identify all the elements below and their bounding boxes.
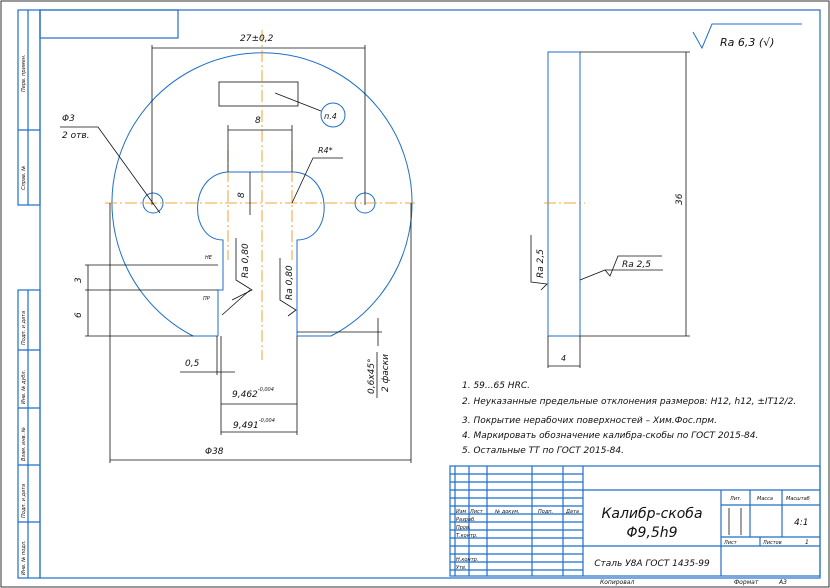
side-profile: [547, 51, 581, 337]
marking-area: [218, 81, 299, 107]
note: 2. Неуказанные предельные отклонения раз…: [462, 397, 796, 407]
front-view: п.4 27±0,2 8 8 R4* Φ3 2 отв. 3 6 НЕ П: [60, 30, 415, 463]
side-roughness: Ra 2,5: [536, 249, 546, 278]
note-callout: [320, 102, 346, 128]
role-label: Утв.: [456, 565, 467, 571]
part-designation: Φ9,5h9: [626, 525, 677, 541]
roughness-label: Ra 0,80: [285, 265, 295, 300]
strip-label: Подп. и дата: [21, 484, 27, 518]
dim-step-3: 3: [74, 277, 84, 283]
side-strip: Перв. примен. Справ. № Подп. и дата Инв.…: [17, 9, 41, 579]
dim-chamfer: 0,6x45°: [367, 358, 377, 394]
sheet-label: Лист: [723, 540, 738, 546]
dim-offset: 0,5: [185, 359, 200, 369]
strip-label: Справ. №: [21, 166, 27, 190]
top-left-stamp: [39, 9, 179, 39]
gauge-slot: [197, 171, 325, 336]
note: 5. Остальные ТТ по ГОСТ 2015-84.: [462, 446, 624, 456]
strip-label: Инв. № дубл.: [21, 370, 27, 404]
dim-height: 36: [675, 193, 685, 205]
label-ne: НЕ: [205, 255, 213, 261]
note-ref: п.4: [324, 112, 337, 121]
dim-radius: R4*: [318, 146, 333, 155]
dim-hole-diameter: Φ3: [62, 114, 75, 124]
material: Сталь У8А ГОСТ 1435-99: [594, 559, 710, 569]
header-cell: Лист: [469, 509, 484, 515]
strip-label: Подп. и дата: [21, 311, 27, 345]
lit-label: Лит.: [729, 496, 742, 502]
technical-notes: 1. 59...65 HRC. 2. Неуказанные предельны…: [462, 381, 796, 456]
header-cell: Дата: [565, 509, 579, 515]
mounting-hole: [142, 192, 164, 214]
mass-label: Масса: [757, 496, 773, 502]
dim-slot-height: 8: [237, 192, 247, 198]
dim-chamfer-count: 2 фаски: [381, 354, 391, 392]
dim-center-distance: 27±0,2: [240, 34, 274, 44]
dim-pr-size: 9,491-0,004: [233, 418, 275, 431]
dim-slot-width: 8: [255, 116, 261, 126]
general-roughness-symbol: [692, 23, 802, 50]
header-cell: Изм: [456, 509, 466, 515]
role-label: Н.контр.: [456, 557, 478, 563]
strip-label: Взам. инв. №: [21, 427, 27, 461]
title-block: Изм Лист № докум. Подп. Дата Разраб. Про…: [449, 465, 821, 586]
dim-ne-size: 9,462-0,004: [232, 387, 274, 400]
strip-label: Перв. примен.: [21, 54, 27, 92]
header-cell: № докум.: [494, 509, 520, 515]
side-roughness: Ra 2,5: [622, 260, 651, 270]
scale-value: 4:1: [794, 518, 808, 528]
roughness-label: Ra 0,80: [241, 243, 251, 278]
role-label: Пров.: [456, 525, 471, 531]
note: 3. Покрытие нерабочих поверхностей – Хим…: [462, 416, 717, 426]
role-label: Разраб.: [456, 517, 476, 523]
format-value: А3: [778, 579, 787, 586]
scale-label: Масштаб: [786, 496, 810, 502]
role-label: Т.контр.: [456, 533, 478, 539]
format-label: Формат: [734, 579, 759, 586]
sheets-value: 1: [805, 539, 809, 546]
header-cell: Подп.: [538, 509, 553, 515]
dim-thickness: 4: [561, 354, 566, 363]
dim-outer-diameter: Φ38: [205, 447, 224, 457]
copied-label: Копировал: [600, 579, 634, 586]
dim-hole-count: 2 отв.: [62, 131, 90, 141]
note: 4. Маркировать обозначение калибра-скобы…: [462, 431, 758, 441]
general-roughness: Ra 6,3 (√): [720, 36, 774, 49]
dim-step-6: 6: [74, 312, 84, 318]
note: 1. 59...65 HRC.: [462, 381, 530, 391]
gauge-outline: [111, 52, 413, 337]
side-view: 36 4 Ra 2,5 Ra 2,5 Ra 6,3 (√): [530, 23, 802, 368]
strip-label: Инв. № подл.: [21, 541, 27, 576]
sheets-label: Листов: [762, 540, 782, 546]
label-pr: ПР: [203, 296, 210, 302]
part-name: Калибр-скоба: [601, 506, 702, 522]
